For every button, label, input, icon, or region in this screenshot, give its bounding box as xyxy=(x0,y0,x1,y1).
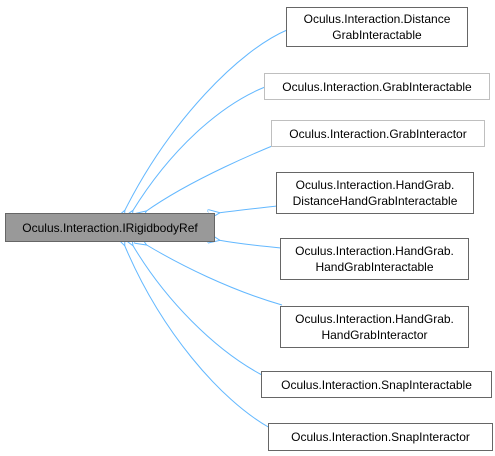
node-label: Oculus.Interaction.GrabInteractor xyxy=(289,126,467,141)
base-class-node[interactable]: Oculus.Interaction.IRigidbodyRef xyxy=(5,213,215,242)
edge-snap-interactor xyxy=(124,244,271,429)
derived-node-snap-interactable[interactable]: Oculus.Interaction.SnapInteractable xyxy=(261,371,492,398)
node-label: Oculus.Interaction.SnapInteractable xyxy=(281,377,472,392)
node-label-line-1: Oculus.Interaction.Distance xyxy=(303,12,451,26)
edge-snap-interactable xyxy=(132,244,263,376)
derived-node-distance-hand-grab-interactable[interactable]: Oculus.Interaction.HandGrab. DistanceHan… xyxy=(276,172,474,214)
edge-hand-grab-interactor xyxy=(145,244,283,306)
node-label-line-2: HandGrabInteractable xyxy=(315,260,434,274)
node-label-line-1: Oculus.Interaction.HandGrab. xyxy=(295,244,454,258)
node-label: Oculus.Interaction.GrabInteractable xyxy=(282,79,472,94)
derived-node-grab-interactor[interactable]: Oculus.Interaction.GrabInteractor xyxy=(271,120,485,147)
node-label-line-2: DistanceHandGrabInteractable xyxy=(292,194,458,208)
node-label-line-1: Oculus.Interaction.HandGrab. xyxy=(295,312,454,326)
base-class-label: Oculus.Interaction.IRigidbodyRef xyxy=(22,220,198,235)
edge-grab-interactable xyxy=(132,86,266,212)
derived-node-distance-grab-interactable[interactable]: Oculus.Interaction.Distance GrabInteract… xyxy=(286,7,468,47)
node-label-line-2: HandGrabInteractor xyxy=(321,328,428,342)
node-label: Oculus.Interaction.SnapInteractor xyxy=(291,430,470,444)
node-label-line-2: GrabInteractable xyxy=(332,28,422,42)
edge-hand-grab-interactable xyxy=(218,240,282,249)
edge-distance-grab-interactable xyxy=(124,29,288,212)
derived-node-hand-grab-interactable[interactable]: Oculus.Interaction.HandGrab. HandGrabInt… xyxy=(280,238,469,280)
edge-distance-hand-grab-interactable xyxy=(218,205,278,213)
derived-node-snap-interactor[interactable]: Oculus.Interaction.SnapInteractor xyxy=(268,423,493,451)
derived-node-grab-interactable[interactable]: Oculus.Interaction.GrabInteractable xyxy=(264,73,490,100)
derived-node-hand-grab-interactor[interactable]: Oculus.Interaction.HandGrab. HandGrabInt… xyxy=(280,306,469,348)
node-label-line-1: Oculus.Interaction.HandGrab. xyxy=(295,178,455,192)
